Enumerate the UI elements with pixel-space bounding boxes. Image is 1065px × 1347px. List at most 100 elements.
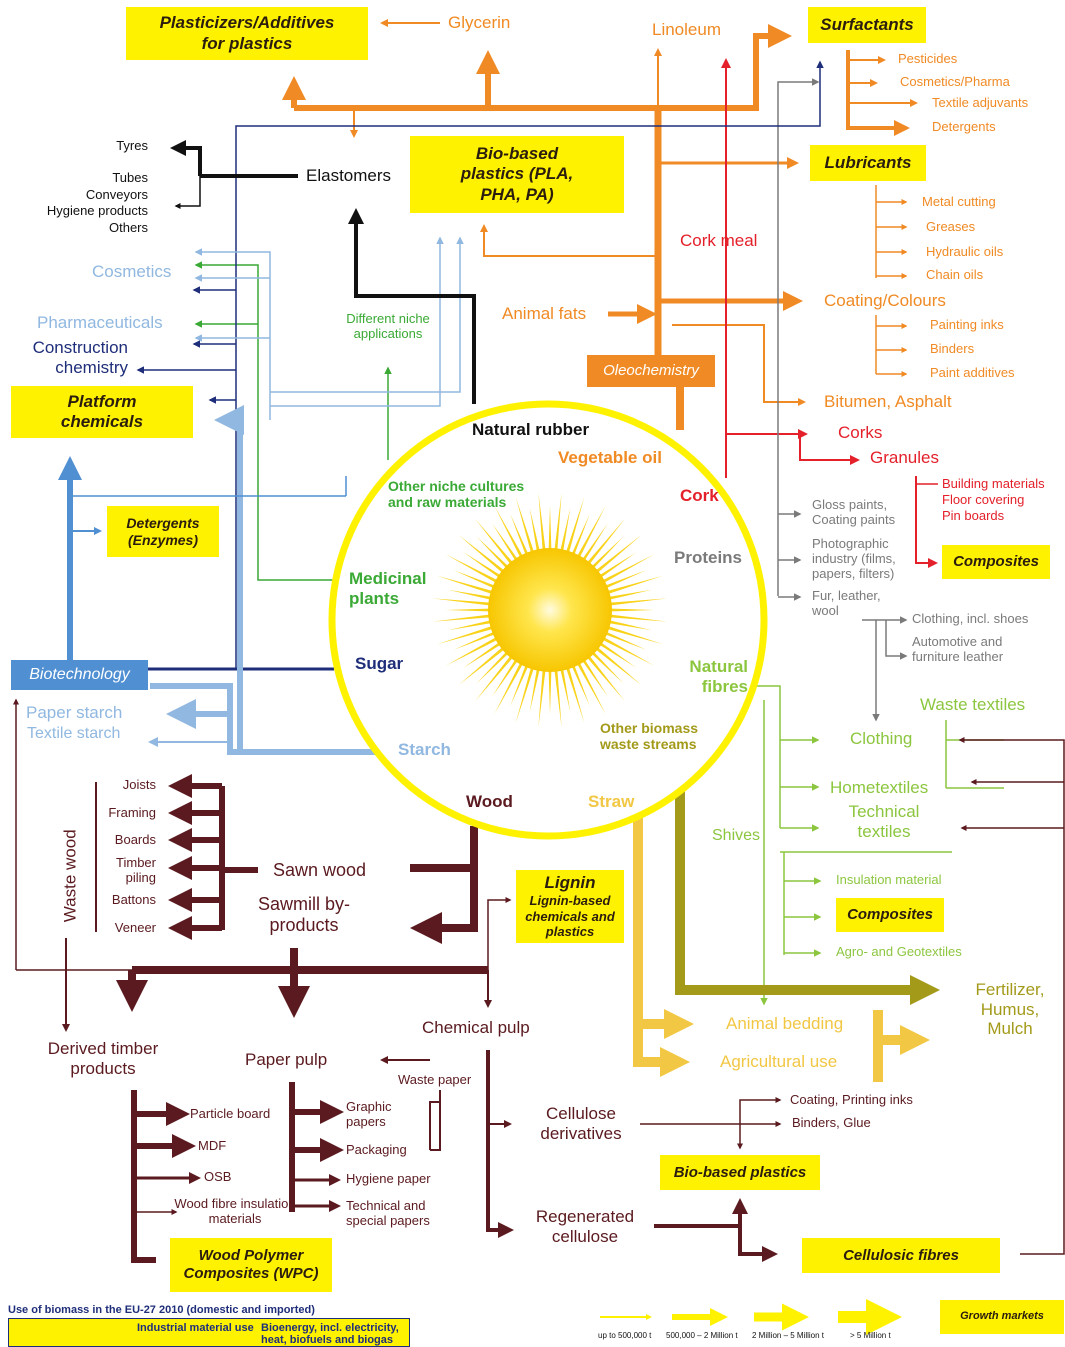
sun-ray xyxy=(600,608,654,612)
sun-ray xyxy=(453,570,505,593)
protein-up xyxy=(777,78,820,596)
paint-additives-label: Paint additives xyxy=(930,365,1015,380)
agro-geotextiles-label: Agro- and Geotextiles xyxy=(836,944,962,959)
sun-ray xyxy=(515,497,538,563)
waste-textiles-label: Waste textiles xyxy=(920,695,1026,714)
technical-textiles-label: Technical textiles xyxy=(848,802,920,841)
shives-label: Shives xyxy=(712,827,761,844)
tyres-label: Tyres xyxy=(116,138,148,153)
paper-pulp-label: Paper pulp xyxy=(245,1050,328,1069)
growth-markets-box: Growth markets xyxy=(940,1300,1064,1334)
cellulosic-loop xyxy=(958,737,1065,1255)
lignin-box: Lignin Lignin-based chemicals and plasti… xyxy=(516,870,624,943)
surfactants-label: Surfactants xyxy=(820,14,914,34)
legend-size-3: 2 Million – 5 Million t xyxy=(752,1331,825,1340)
lignin-sub: Lignin-based chemicals and plastics xyxy=(525,893,615,940)
sun-ray xyxy=(515,657,538,723)
framing-label: Framing xyxy=(108,805,156,820)
biobased-plastics-bottom-label: Bio-based plastics xyxy=(673,1163,807,1181)
center-straw: Straw xyxy=(588,792,635,811)
rubber-up xyxy=(348,208,476,404)
sun-core-icon xyxy=(488,548,612,672)
agricultural-use-label: Agricultural use xyxy=(720,1052,838,1071)
sun-ray xyxy=(567,513,590,565)
sun-ray xyxy=(494,653,528,715)
floor-covering-label: Floor covering xyxy=(942,492,1025,507)
sun-ray xyxy=(463,636,510,668)
sun-ray xyxy=(584,536,624,576)
cork-meal-label: Cork meal xyxy=(680,231,758,250)
composites-cork-box: Composites xyxy=(942,545,1050,579)
sun-ray xyxy=(558,658,571,712)
automotive-leather-label: Automotive and furniture leather xyxy=(912,634,1004,664)
sun-ray xyxy=(448,589,502,602)
platform-chemicals-label: Platform chemicals xyxy=(60,391,144,431)
boards-label: Boards xyxy=(114,832,156,847)
sun-ray xyxy=(599,613,668,622)
sugar-up xyxy=(235,60,824,669)
waste-paper-loop xyxy=(382,1060,441,1151)
packaging-label: Packaging xyxy=(346,1142,407,1157)
center-starch: Starch xyxy=(398,740,451,759)
sun-ray xyxy=(599,598,668,607)
arrow-bioplastics xyxy=(480,224,658,257)
sun-ray xyxy=(572,505,606,567)
coating-printing-inks-label: Coating, Printing inks xyxy=(790,1092,913,1107)
center-wood: Wood xyxy=(466,792,513,811)
center-medicinal-plants: Medicinal plants xyxy=(349,569,427,608)
cellulose-derivatives-label: Cellulose derivatives xyxy=(540,1104,622,1143)
sawmill-byproducts-label: Sawmill by-products xyxy=(257,894,350,935)
orange-flows xyxy=(282,19,918,430)
sun-ray xyxy=(492,523,524,570)
legend-col1: Industrial material use xyxy=(137,1322,254,1334)
bitumen-label: Bitumen, Asphalt xyxy=(824,392,952,411)
red-flows xyxy=(721,58,938,568)
sun-ray xyxy=(476,644,516,684)
different-niche-label: Different niche applications xyxy=(346,311,430,341)
sun-ray xyxy=(580,647,625,702)
sun-ray xyxy=(492,650,524,697)
veneer-label: Veneer xyxy=(114,920,156,935)
to-bio-lb2 xyxy=(270,236,464,393)
sun-ray xyxy=(580,518,625,573)
to-tyres xyxy=(170,140,202,176)
sun-ray xyxy=(595,627,647,650)
sun-ray xyxy=(538,659,547,728)
sun-ray xyxy=(445,632,507,666)
hygiene-products-label: Hygiene products xyxy=(46,203,148,218)
sun-ray xyxy=(593,554,655,588)
plasticizers-box: Plasticizers/Additives for plastics xyxy=(126,7,368,60)
pharmaceuticals-label: Pharmaceuticals xyxy=(37,313,163,332)
sun-ray xyxy=(529,508,542,562)
fertilizer-label: Fertilizer, Humus, Mulch xyxy=(975,980,1045,1039)
photographic-label: Photographic industry (films, papers, fi… xyxy=(812,536,896,581)
sun-ray xyxy=(572,653,606,715)
sun-ray xyxy=(584,644,624,684)
elastomers-label: Elastomers xyxy=(306,166,392,185)
sawn-wood-label: Sawn wood xyxy=(273,860,367,880)
starch-up xyxy=(214,405,244,752)
starch-main xyxy=(150,683,384,755)
pesticides-label: Pesticides xyxy=(898,51,958,66)
coating-colours-label: Coating/Colours xyxy=(824,291,946,310)
sun-ray xyxy=(538,492,547,561)
grey-flows xyxy=(777,78,908,722)
biotechnology-label: Biotechnology xyxy=(29,666,130,684)
wood-down xyxy=(410,826,478,944)
sun-ray xyxy=(558,508,571,562)
mdf-label: MDF xyxy=(198,1138,227,1153)
detergents-enzymes-label: Detergents (Enzymes) xyxy=(126,514,200,548)
cosmetics-label: Cosmetics xyxy=(92,262,172,281)
waste-wood-label: Waste wood xyxy=(60,829,80,923)
greases-label: Greases xyxy=(926,219,976,234)
sun-ray xyxy=(548,660,552,714)
sun-ray xyxy=(576,523,608,570)
cellulosic-fibres-label: Cellulosic fibres xyxy=(843,1246,959,1264)
auto-split xyxy=(885,620,908,660)
plasticizers-label: Plasticizers/Additives for plastics xyxy=(159,13,335,53)
construction-chemistry-label: Construction chemistry xyxy=(32,338,128,377)
chain-oils-label: Chain oils xyxy=(926,267,984,282)
chempulp-trunk xyxy=(486,1050,514,1238)
to-granules xyxy=(799,434,860,465)
